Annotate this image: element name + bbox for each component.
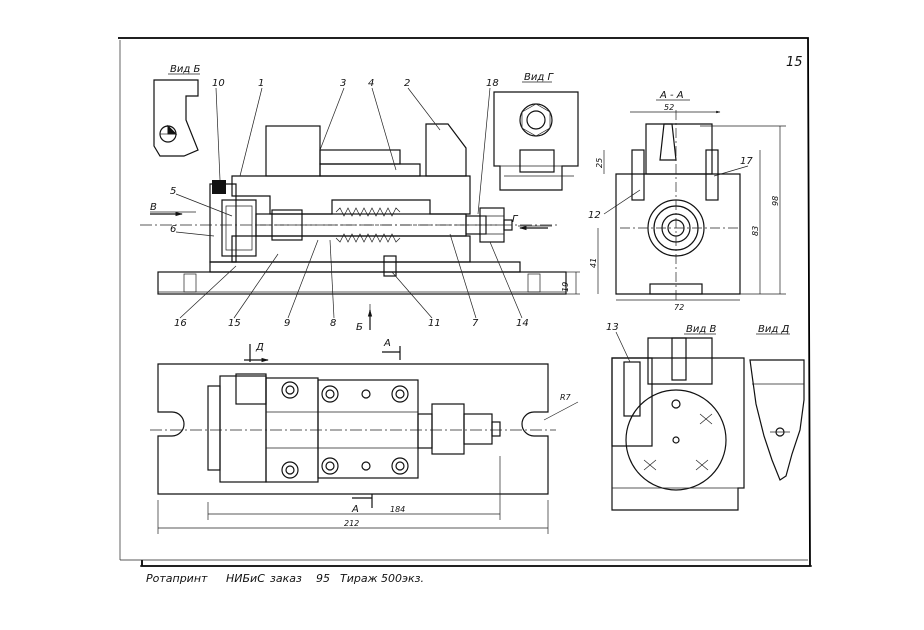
dim-83: 83 (751, 226, 760, 236)
part-label-7: 7 (472, 318, 479, 329)
dim-19: 19 (561, 282, 570, 292)
dim-72: 72 (674, 303, 684, 312)
plan-view: Д А А 184 212 R7 (150, 338, 579, 534)
dim-98: 98 (771, 196, 780, 206)
section-mark-a-bottom: А (351, 504, 359, 515)
part-label-9: 9 (284, 318, 290, 329)
part-label-10: 10 (212, 78, 225, 89)
view-b-title: Вид Б (170, 64, 200, 75)
part-label-12: 12 (588, 210, 601, 221)
footer-circulation: Тираж 500экз. (340, 572, 424, 585)
main-section-view: 1 2 3 4 5 6 7 8 9 10 11 14 15 16 18 В Г … (140, 78, 580, 333)
part-label-14: 14 (516, 318, 529, 329)
part-label-1: 1 (258, 78, 264, 89)
view-d-title: Вид Д (758, 324, 789, 335)
section-a-a-title: А - А (659, 90, 684, 101)
part-label-17: 17 (740, 156, 753, 167)
dim-184: 184 (390, 505, 405, 514)
section-a-a: А - А 52 72 98 83 25 41 12 17 (588, 90, 786, 312)
sheet-frame (118, 37, 812, 567)
view-mark-g: Г (512, 214, 519, 225)
view-v: Вид В 13 (606, 322, 745, 511)
dim-r7: R7 (560, 393, 572, 402)
part-label-18: 18 (486, 78, 499, 89)
part-label-5: 5 (170, 186, 176, 197)
view-mark-v: В (150, 202, 157, 213)
dim-41: 41 (589, 258, 598, 268)
footer-institute: НИБиС (226, 572, 265, 585)
dim-52: 52 (664, 103, 674, 112)
page-number: 15 (786, 55, 803, 70)
part-label-11: 11 (428, 318, 441, 329)
view-g-title: Вид Г (524, 72, 554, 83)
view-v-title: Вид В (686, 324, 716, 335)
part-label-6: 6 (170, 224, 176, 235)
part-label-8: 8 (330, 318, 336, 329)
part-label-16: 16 (174, 318, 187, 329)
view-mark-d: Д (255, 342, 264, 353)
view-mark-b: Б (356, 322, 363, 333)
footer-order-number: 95 (316, 572, 330, 585)
part-label-13: 13 (606, 322, 619, 333)
view-d: Вид Д (749, 324, 805, 481)
part-label-15: 15 (228, 318, 241, 329)
part-label-4: 4 (368, 78, 374, 89)
view-g: Вид Г (493, 72, 579, 191)
dim-212: 212 (344, 519, 359, 528)
footer-order: заказ (270, 572, 302, 585)
footer-printer: Ротапринт (146, 572, 208, 585)
part-label-2: 2 (404, 78, 410, 89)
dim-25: 25 (595, 158, 604, 168)
view-b: Вид Б (153, 64, 200, 157)
footer-imprint: Ротапринт НИБиС заказ 95 Тираж 500экз. (146, 572, 424, 585)
section-mark-a-top: А (383, 338, 391, 349)
part-label-3: 3 (340, 78, 346, 89)
